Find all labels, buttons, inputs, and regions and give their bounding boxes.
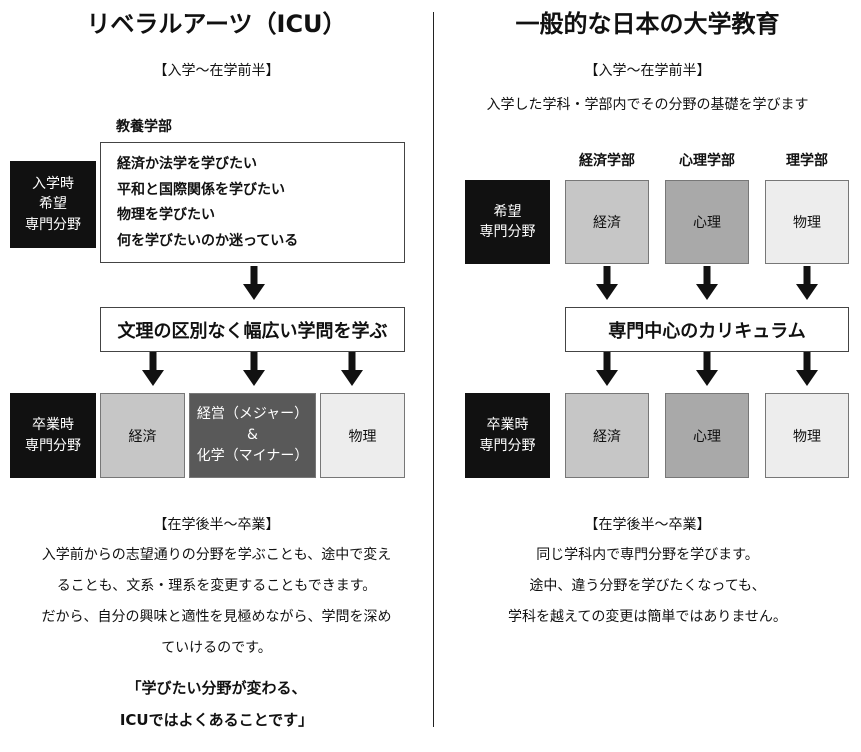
- entry-label-line: 専門分野: [479, 224, 536, 240]
- grad-label-line: 専門分野: [25, 437, 81, 454]
- arrow-down-icon: [796, 352, 818, 386]
- body-line: 同じ学科内で専門分野を学びます。: [536, 547, 759, 563]
- right-faculty-econ: 経済学部: [579, 153, 635, 169]
- column-divider: [433, 12, 434, 727]
- left-wishes-box: 経済か法学を学びたい 平和と国際関係を学びたい 物理を学びたい 何を学びたいのか…: [100, 142, 405, 263]
- body-line: ることも、文系・理系を変更することもできます。: [56, 578, 377, 594]
- quote-line: 「学びたい分野が変わる、: [126, 679, 307, 697]
- right-body-text: 同じ学科内で専門分野を学びます。 途中、違う分野を学びたくなっても、 学科を越え…: [434, 540, 861, 633]
- body-line: 途中、違う分野を学びたくなっても、: [529, 578, 766, 594]
- wish-item: 物理を学びたい: [117, 207, 215, 223]
- arrow-down-icon: [696, 266, 718, 300]
- arrow-down-icon: [243, 266, 265, 300]
- right-entry-label: 希望 専門分野: [465, 180, 550, 264]
- right-section-start: 【入学～在学前半】: [584, 63, 711, 79]
- entry-label-line: 希望: [39, 196, 67, 213]
- body-line: 入学前からの志望通りの分野を学ぶことも、途中で変え: [41, 547, 392, 563]
- left-entry-label: 入学時 希望 専門分野: [10, 161, 96, 248]
- right-middle-box: 専門中心のカリキュラム: [565, 307, 849, 352]
- wish-item: 何を学びたいのか迷っている: [117, 232, 299, 249]
- right-subtitle: 入学した学科・学部内でその分野の基礎を学びます: [486, 97, 809, 113]
- left-faculty-label: 教養学部: [116, 119, 172, 135]
- left-grad-econ: 経済: [100, 393, 185, 478]
- right-entry-econ: 経済: [565, 180, 649, 264]
- left-middle-box: 文理の区別なく幅広い学問を学ぶ: [100, 307, 405, 352]
- grad-mixed-line: &: [247, 427, 258, 443]
- left-body-text: 入学前からの志望通りの分野を学ぶことも、途中で変え ることも、文系・理系を変更す…: [0, 540, 433, 664]
- body-line: ていけるのです。: [161, 640, 272, 656]
- right-grad-psych: 心理: [665, 393, 749, 478]
- grad-label-line: 専門分野: [479, 437, 536, 454]
- right-title: 一般的な日本の大学教育: [515, 10, 780, 38]
- arrow-down-icon: [142, 352, 164, 386]
- arrow-down-icon: [596, 266, 618, 300]
- grad-mixed-line: 経営（メジャー）: [196, 406, 309, 422]
- grad-label-line: 卒業時: [32, 417, 74, 434]
- right-section-end: 【在学後半～卒業】: [584, 517, 711, 533]
- right-grad-econ: 経済: [565, 393, 649, 478]
- wish-item: 平和と国際関係を学びたい: [117, 181, 285, 198]
- body-line: 学科を越えての変更は簡単ではありません。: [508, 609, 787, 625]
- right-entry-psych: 心理: [665, 180, 749, 264]
- right-grad-label: 卒業時 専門分野: [465, 393, 550, 478]
- left-quote: 「学びたい分野が変わる、 ICUではよくあることです」: [0, 672, 433, 736]
- grad-label-line: 卒業時: [486, 417, 529, 434]
- grad-mixed-line: 化学（マイナー）: [196, 448, 309, 464]
- left-section-end: 【在学後半～卒業】: [153, 517, 280, 533]
- arrow-down-icon: [243, 352, 265, 386]
- wish-item: 経済か法学を学びたい: [117, 156, 257, 172]
- right-entry-physics: 物理: [765, 180, 849, 264]
- quote-line: ICUではよくあることです」: [119, 711, 314, 729]
- arrow-down-icon: [696, 352, 718, 386]
- left-grad-label: 卒業時 専門分野: [10, 393, 96, 478]
- right-grad-physics: 物理: [765, 393, 849, 478]
- left-section-start: 【入学～在学前半】: [153, 63, 280, 79]
- arrow-down-icon: [341, 352, 363, 386]
- right-faculty-science: 理学部: [786, 153, 828, 169]
- left-title: リベラルアーツ（ICU）: [86, 10, 347, 38]
- left-grad-physics: 物理: [320, 393, 405, 478]
- arrow-down-icon: [796, 266, 818, 300]
- entry-label-line: 入学時: [32, 176, 74, 193]
- left-grad-mixed: 経営（メジャー） & 化学（マイナー）: [189, 393, 316, 478]
- body-line: だから、自分の興味と適性を見極めながら、学問を深め: [41, 609, 392, 625]
- arrow-down-icon: [596, 352, 618, 386]
- entry-label-line: 専門分野: [25, 216, 81, 233]
- entry-label-line: 希望: [493, 203, 522, 220]
- right-faculty-psych: 心理学部: [679, 153, 735, 169]
